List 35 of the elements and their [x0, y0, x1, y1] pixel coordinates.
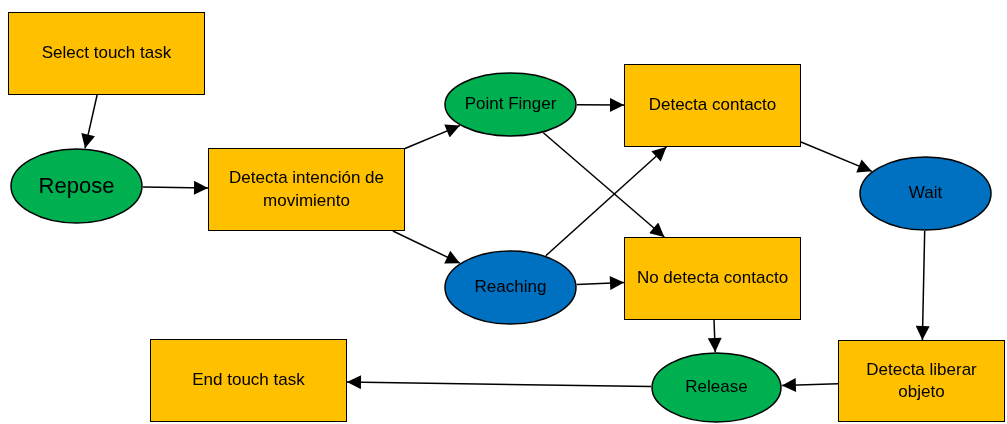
arrow: [915, 230, 930, 341]
process-box: [838, 340, 1005, 422]
arrow: [142, 180, 209, 195]
process-box: [150, 339, 347, 422]
state-ellipse: [10, 148, 143, 224]
node-label: Point Finger: [463, 93, 558, 116]
node-label: Repose: [37, 171, 116, 200]
node-label: Detecta liberar objeto: [865, 358, 978, 403]
node-label: Select touch task: [40, 42, 173, 65]
arrow: [542, 132, 666, 238]
arrow: [576, 98, 625, 112]
node-label: Detecta intención de movimiento: [228, 167, 385, 212]
node-label: End touch task: [191, 369, 306, 392]
process-box: [624, 64, 801, 147]
process-box: [8, 12, 205, 95]
arrow: [404, 124, 461, 150]
arrow: [707, 319, 722, 353]
arrow: [346, 375, 652, 390]
state-ellipse: [444, 250, 577, 325]
process-box: [208, 148, 405, 231]
state-ellipse: [859, 156, 992, 231]
node-label: Reaching: [473, 276, 548, 299]
node-label: Release: [684, 376, 749, 399]
arrow: [800, 141, 873, 173]
arrow: [781, 378, 839, 392]
arrow: [576, 276, 625, 291]
node-label: No detecta contacto: [635, 267, 790, 290]
process-box: [624, 237, 801, 320]
arrow: [81, 94, 98, 150]
node-label: Detecta contacto: [647, 94, 778, 117]
state-ellipse: [444, 72, 577, 137]
node-label: Wait: [907, 182, 944, 205]
arrow: [545, 146, 668, 257]
state-ellipse: [651, 352, 782, 423]
arrow: [392, 230, 461, 264]
